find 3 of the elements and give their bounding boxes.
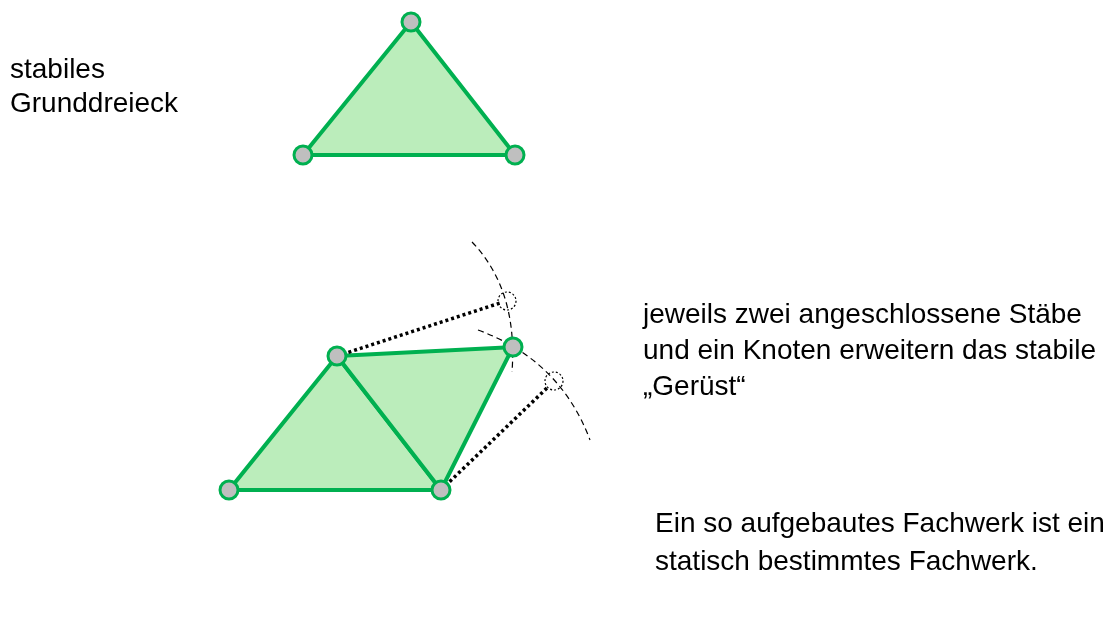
conclusion-text: Ein so aufgebautes Fachwerk ist ein statisch bestimmtes Fachwerk. [655, 506, 1106, 578]
caption-text: stabiles Grunddreieck [10, 52, 180, 120]
explanation-text: jeweils zwei angeschlossene Stäbe und ein Knoten erweitern das stabile „Gerüst“ [643, 297, 1097, 403]
